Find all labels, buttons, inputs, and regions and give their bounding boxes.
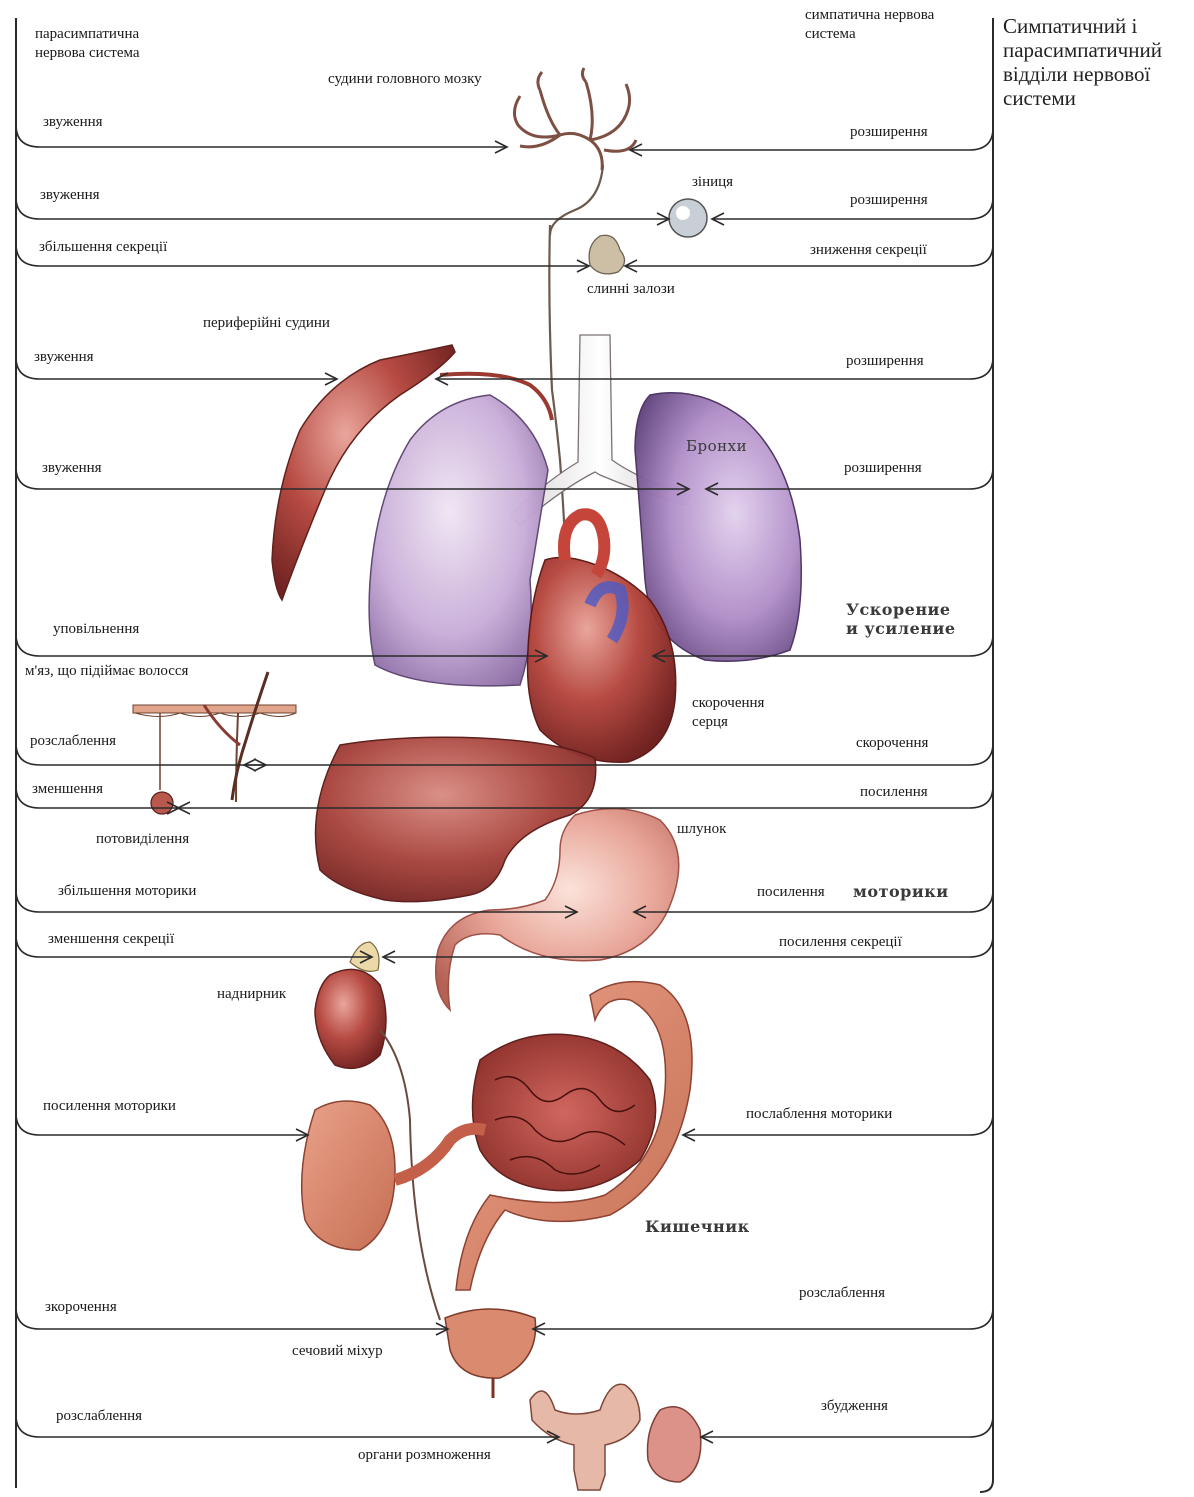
- bladder: [445, 1309, 536, 1378]
- organ-label-salivary: слинні залози: [587, 280, 675, 299]
- symp-effect-peripheral: розширення: [846, 352, 924, 371]
- symp-effect-stomach-secretion: посилення секреції: [779, 933, 902, 952]
- diagram-title: Симпатичний і парасимпатичний відділи не…: [1003, 14, 1193, 110]
- liver: [316, 737, 596, 901]
- symp-effect-intestine: послаблення моторики: [746, 1105, 892, 1124]
- ileum-connection: [395, 1129, 485, 1180]
- organ-label-adrenal: наднирник: [217, 985, 286, 1004]
- symp-effect-reproductive: збудження: [821, 1397, 888, 1416]
- symp-effect-stomach-motor-b: моторики: [853, 882, 949, 901]
- organ-label-bronchi: Бронхи: [686, 437, 747, 456]
- para-effect-reproductive: розслаблення: [56, 1407, 142, 1426]
- cecum: [302, 1101, 395, 1250]
- para-effect-pupil: звуження: [40, 186, 100, 205]
- para-effect-brain-vessels: звуження: [43, 113, 103, 132]
- para-effect-stomach-motor: збільшення моторики: [58, 882, 196, 901]
- organ-label-reproductive: органи розмноження: [358, 1446, 491, 1465]
- left-lung: [369, 395, 548, 686]
- para-effect-salivary: збільшення секреції: [39, 238, 167, 257]
- para-effect-stomach-secretion: зменшення секреції: [48, 930, 174, 949]
- hair-muscle: [133, 672, 296, 802]
- testis: [648, 1407, 701, 1482]
- para-effect-peripheral: звуження: [34, 348, 94, 367]
- symp-effect-bladder: розслаблення: [799, 1284, 885, 1303]
- symp-effect-sweat: посилення: [860, 783, 928, 802]
- organ-label-hair-muscle: м'яз, що підіймає волосся: [25, 662, 188, 681]
- symp-effect-bronchi: розширення: [844, 459, 922, 478]
- organ-label-pupil: зіниця: [692, 173, 733, 192]
- organ-label-heart: скорочення серця: [692, 694, 764, 732]
- organ-label-intestine: Кишечник: [645, 1217, 750, 1236]
- symp-effect-brain-vessels: розширення: [850, 123, 928, 142]
- organ-label-brain-vessels: судини головного мозку: [328, 70, 482, 89]
- organ-label-sweat: потовиділення: [96, 830, 189, 849]
- symp-effect-heart-a: Ускорение: [846, 600, 951, 619]
- organ-label-peripheral-vessels: периферійні судини: [203, 314, 330, 333]
- organ-label-stomach: шлунок: [677, 820, 726, 839]
- salivary-gland: [589, 235, 624, 274]
- para-effect-hair-muscle: розслаблення: [30, 732, 116, 751]
- organ-label-bladder: сечовий міхур: [292, 1342, 383, 1361]
- symp-effect-pupil: розширення: [850, 191, 928, 210]
- parasympathetic-system-label: парасимпатична нервова система: [35, 25, 140, 63]
- symp-effect-heart-b: и усиление: [846, 619, 956, 638]
- symp-effect-salivary: зниження секреції: [810, 241, 927, 260]
- sympathetic-system-label: симпатична нервова система: [805, 6, 934, 44]
- kidney: [315, 969, 386, 1068]
- para-effect-intestine: посилення моторики: [43, 1097, 176, 1116]
- para-effect-bladder: зкорочення: [45, 1298, 117, 1317]
- para-effect-sweat: зменшення: [32, 780, 103, 799]
- para-effect-bronchi: звуження: [42, 459, 102, 478]
- symp-effect-hair-muscle: скорочення: [856, 734, 928, 753]
- brain-vessels: [514, 68, 636, 170]
- symp-effect-stomach-motor-a: посилення: [757, 883, 825, 902]
- para-effect-heart: уповільнення: [53, 620, 139, 639]
- small-intestine: [473, 1034, 656, 1190]
- pupil-eye: [669, 199, 707, 237]
